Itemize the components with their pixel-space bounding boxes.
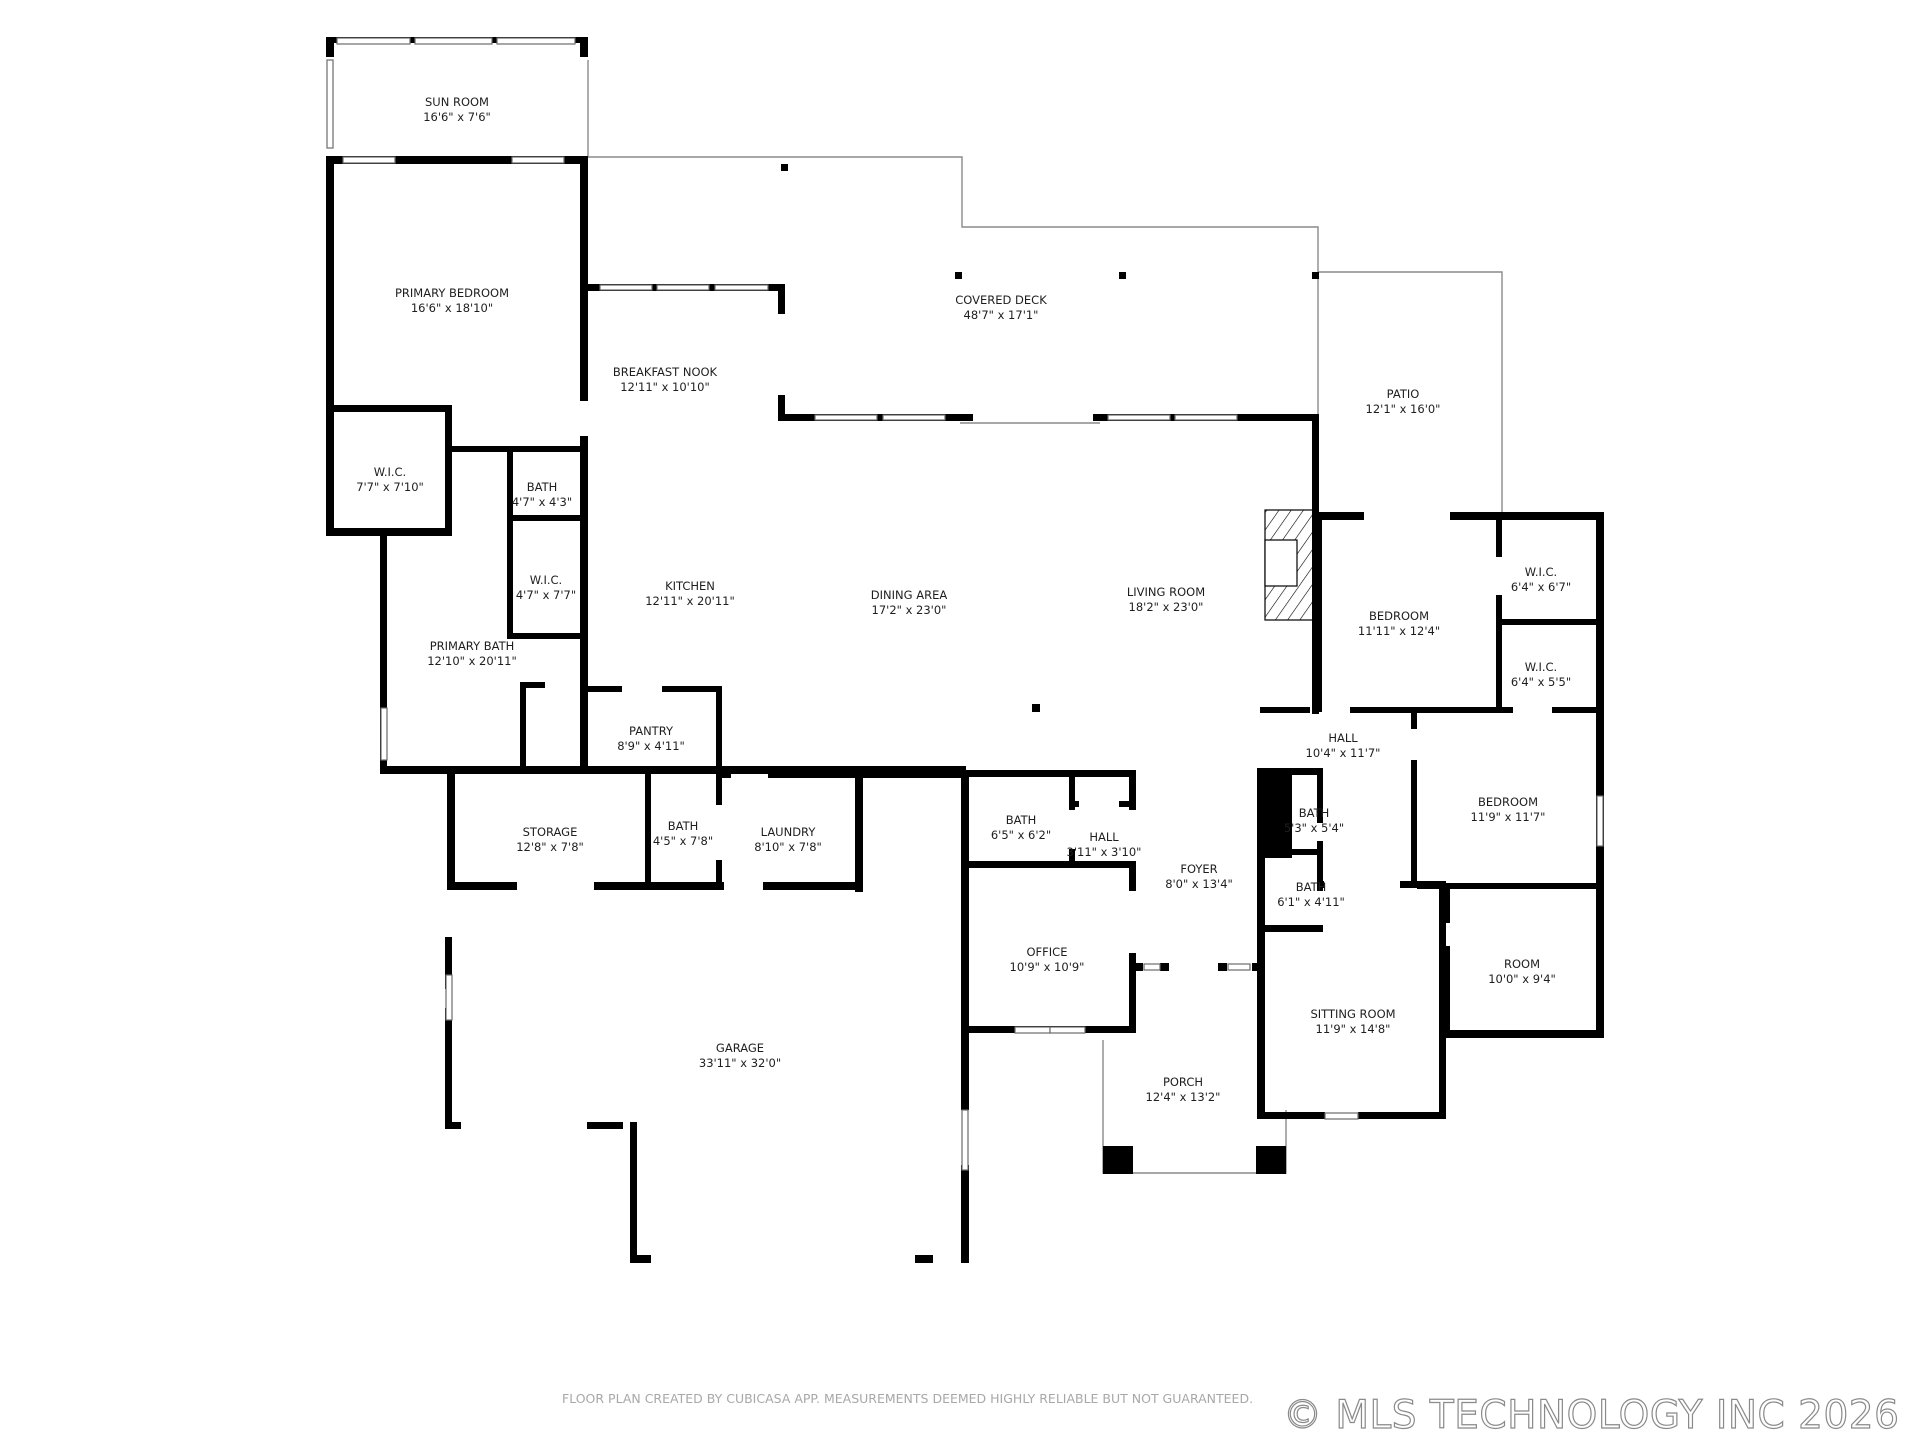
room-name: DINING AREA (870, 588, 948, 602)
room-name: OFFICE (1026, 945, 1068, 959)
room-dimensions: 12'10" x 20'11" (427, 654, 517, 668)
room-name: FOYER (1180, 862, 1218, 876)
room-dimensions: 4'7" x 4'3" (511, 495, 573, 509)
room-name: BATH (1298, 806, 1330, 820)
room-dimensions: 5'3" x 5'4" (1283, 821, 1345, 835)
room-name: PORCH (1162, 1075, 1204, 1089)
room-name: HALL (1328, 731, 1358, 745)
room-dimensions: 18'2" x 23'0" (1128, 600, 1204, 614)
room-name: W.I.C. (529, 573, 563, 587)
room-name: BATH (1295, 880, 1327, 894)
room-dimensions: 6'5" x 6'2" (990, 828, 1052, 842)
room-name: BATH (667, 819, 699, 833)
room-label-wic-primary-2: W.I.C.4'7" x 7'7" (516, 573, 576, 603)
room-name: HALL (1089, 830, 1119, 844)
outdoor-outlines (587, 60, 1503, 1174)
room-dimensions: 10'4" x 11'7" (1305, 746, 1381, 760)
room-name: SITTING ROOM (1310, 1007, 1396, 1021)
fireplace-icon (1264, 509, 1314, 621)
room-name: KITCHEN (665, 579, 715, 593)
room-name: SUN ROOM (424, 95, 489, 109)
room-name: BATH (526, 480, 558, 494)
room-name: LAUNDRY (760, 825, 816, 839)
room-dimensions: 6'4" x 6'7" (1510, 580, 1572, 594)
room-dimensions: 8'9" x 4'11" (617, 739, 685, 753)
room-name: W.I.C. (1524, 660, 1558, 674)
room-dimensions: 12'4" x 13'2" (1145, 1090, 1221, 1104)
room-dimensions: 16'6" x 18'10" (410, 301, 494, 315)
room-name: PANTRY (629, 724, 673, 738)
walls (326, 37, 1604, 1263)
room-dimensions: 11'9" x 14'8" (1315, 1022, 1391, 1036)
room-dimensions: 10'9" x 10'9" (1009, 960, 1085, 974)
copyright-watermark: © MLS TECHNOLOGY INC 2026 (1282, 1392, 1900, 1438)
room-dimensions: 16'6" x 7'6" (423, 110, 491, 124)
room-name: BREAKFAST NOOK (612, 365, 718, 379)
room-dimensions: 17'2" x 23'0" (871, 603, 947, 617)
room-dimensions: 12'11" x 10'10" (620, 380, 710, 394)
room-dimensions: 7'7" x 7'10" (356, 480, 424, 494)
room-dimensions: 10'0" x 9'4" (1488, 972, 1556, 986)
room-name: PRIMARY BEDROOM (394, 286, 510, 300)
room-dimensions: 8'0" x 13'4" (1165, 877, 1233, 891)
room-label-wic-b2-2: W.I.C.6'4" x 5'5" (1511, 660, 1571, 690)
room-name: W.I.C. (1524, 565, 1558, 579)
room-dimensions: 12'8" x 7'8" (516, 840, 584, 854)
room-dimensions: 6'1" x 4'11" (1277, 895, 1345, 909)
room-name: PATIO (1386, 387, 1420, 401)
room-dimensions: 4'7" x 7'7" (515, 588, 577, 602)
room-dimensions: 11'11" x 12'4" (1357, 624, 1441, 638)
room-name: BEDROOM (1477, 795, 1539, 809)
room-name: ROOM (1503, 957, 1541, 971)
room-dimensions: 6'4" x 5'5" (1510, 675, 1572, 689)
room-label-wic-primary: W.I.C.7'7" x 7'10" (356, 465, 424, 495)
room-dimensions: 11'9" x 11'7" (1470, 810, 1546, 824)
room-dimensions: 12'11" x 20'11" (645, 594, 735, 608)
room-name: PRIMARY BATH (429, 639, 515, 653)
room-name: BATH (1005, 813, 1037, 827)
room-name: GARAGE (715, 1041, 765, 1055)
windows (326, 37, 1604, 1171)
room-label-wic-b2: W.I.C.6'4" x 6'7" (1511, 565, 1571, 595)
room-name: COVERED DECK (955, 293, 1047, 307)
room-dimensions: 48'7" x 17'1" (963, 308, 1039, 322)
room-dimensions: 33'11" x 32'0" (698, 1056, 782, 1070)
room-dimensions: 4'5" x 7'8" (652, 834, 714, 848)
room-name: LIVING ROOM (1126, 585, 1206, 599)
disclaimer-text: FLOOR PLAN CREATED BY CUBICASA APP. MEAS… (562, 1391, 1254, 1406)
room-dimensions: 3'11" x 3'10" (1066, 845, 1142, 859)
room-dimensions: 12'1" x 16'0" (1365, 402, 1441, 416)
room-name: STORAGE (522, 825, 578, 839)
room-dimensions: 8'10" x 7'8" (754, 840, 822, 854)
room-name: BEDROOM (1368, 609, 1430, 623)
room-name: W.I.C. (373, 465, 407, 479)
